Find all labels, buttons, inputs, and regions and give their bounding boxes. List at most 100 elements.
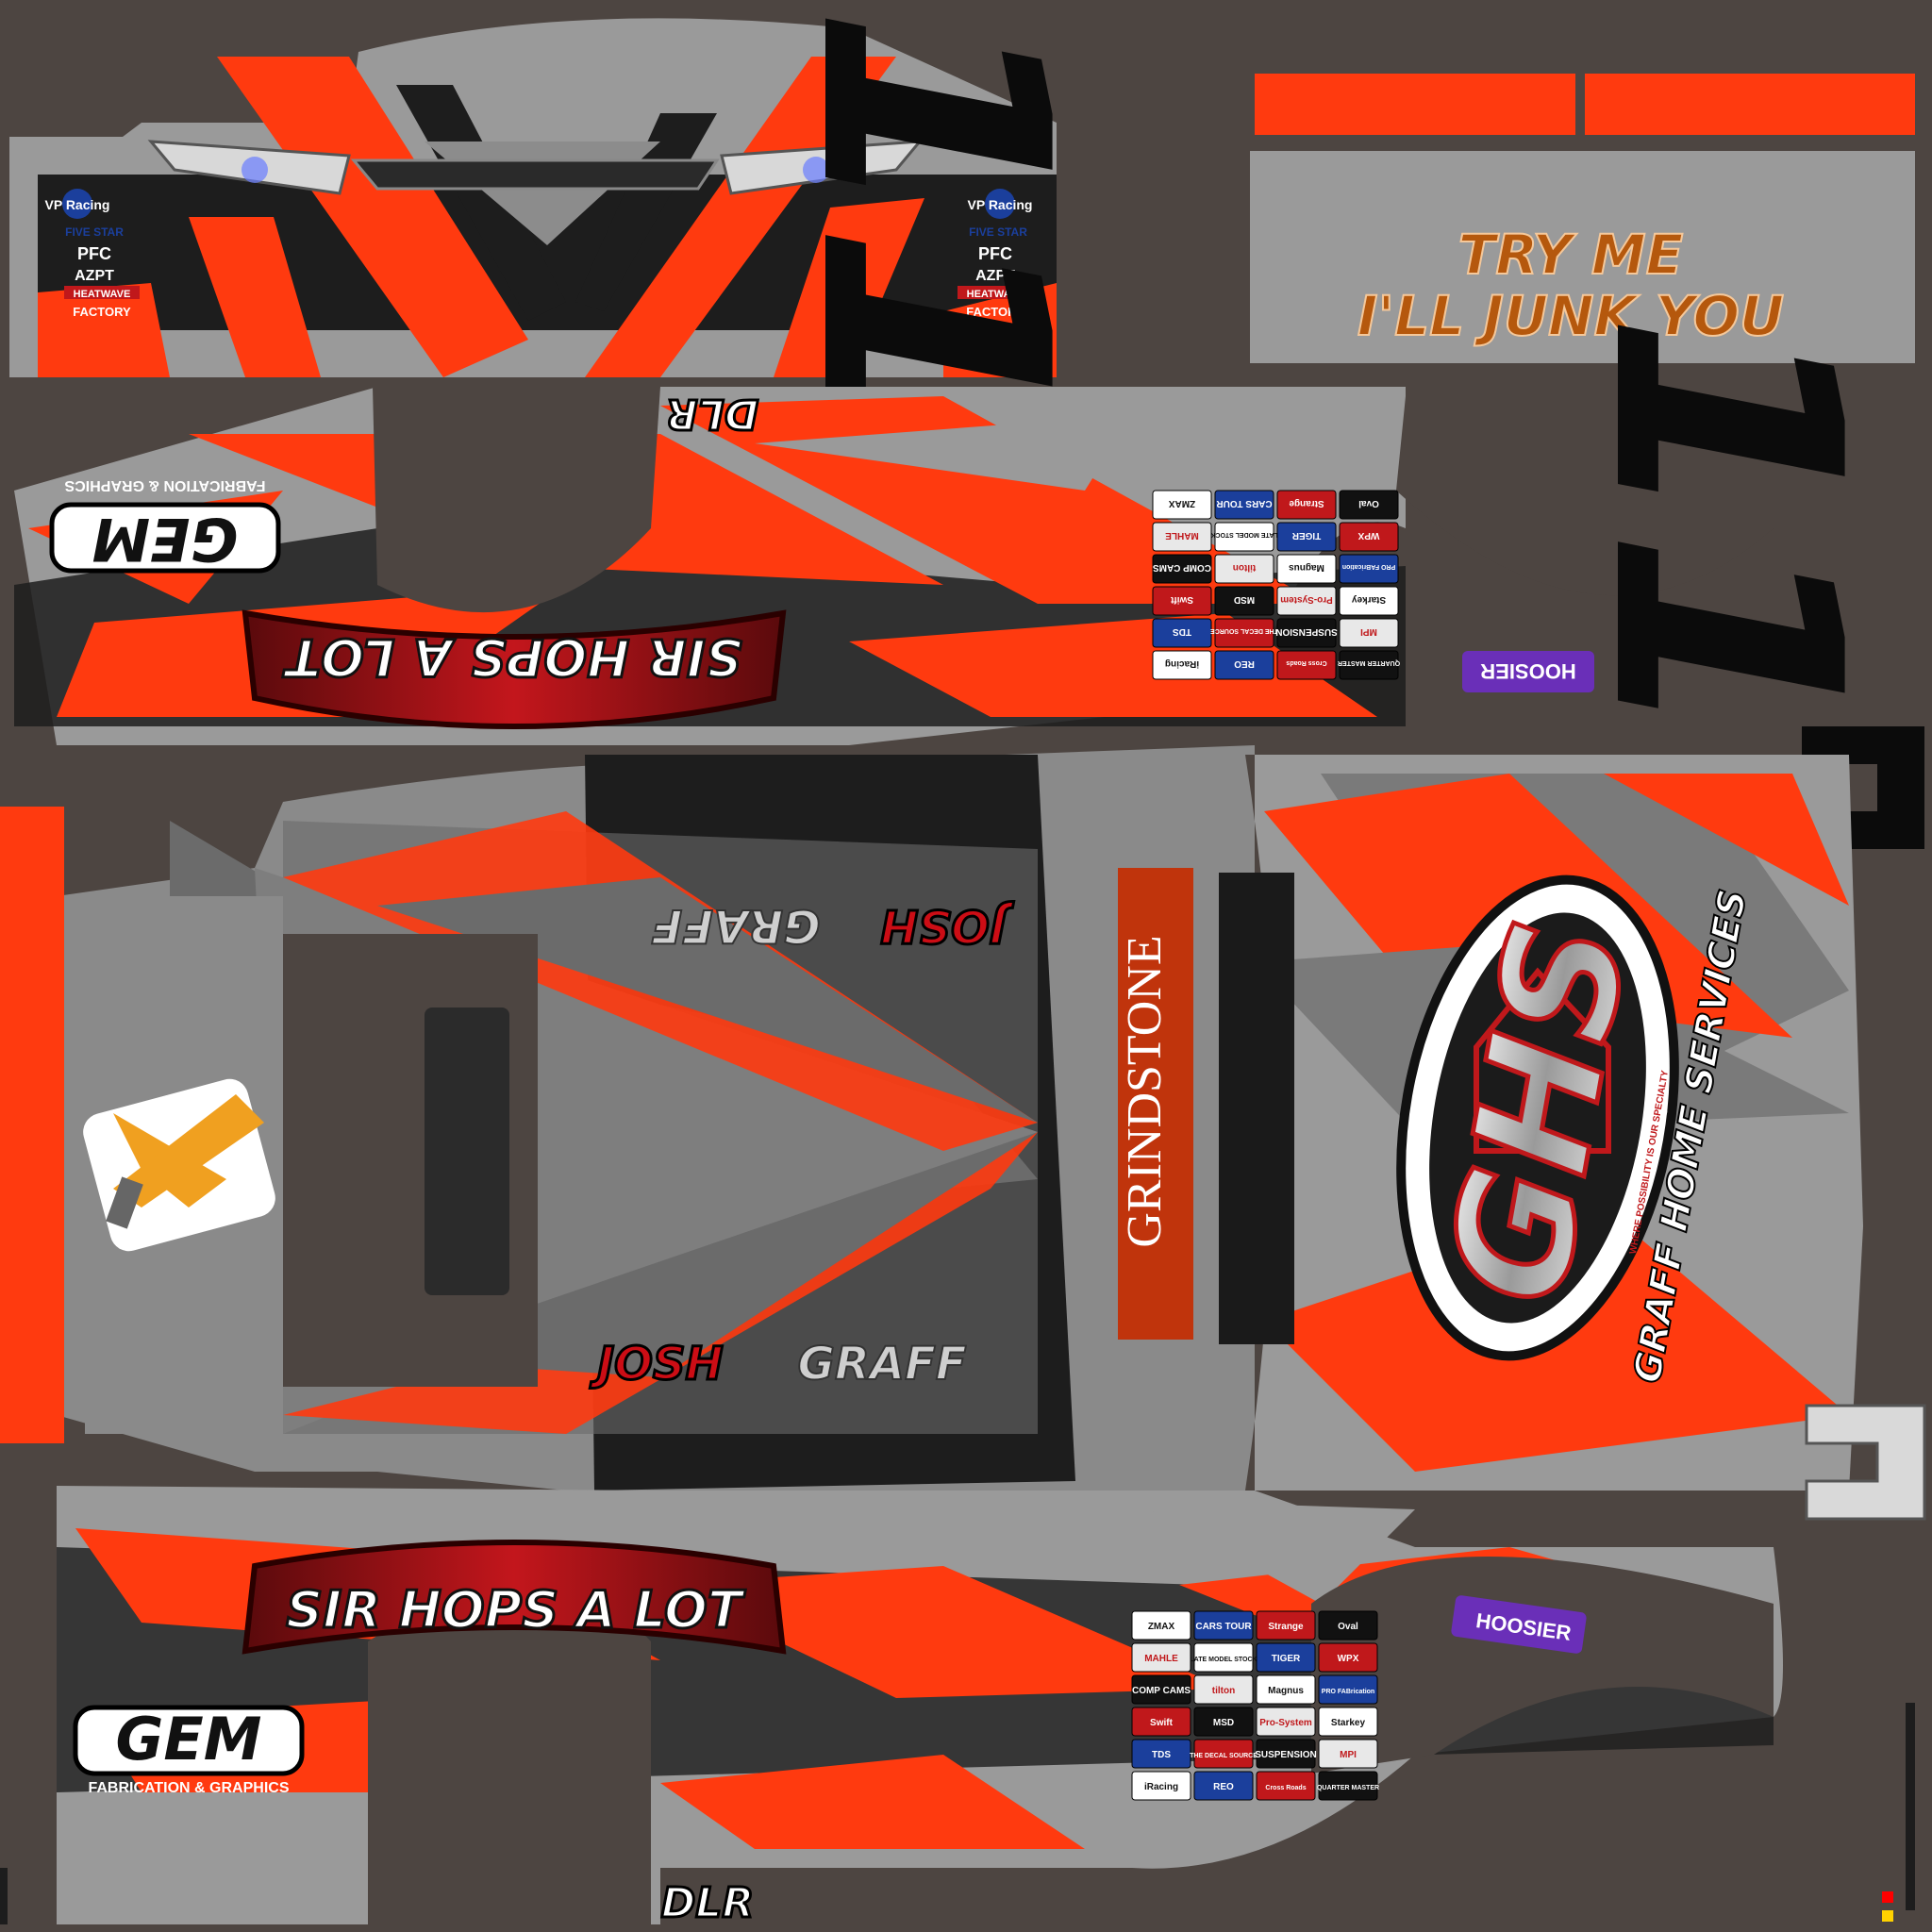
hoosier-decal-upper: HOOSIER: [1462, 651, 1594, 692]
decal-label: SUSPENSION: [1275, 626, 1338, 637]
decal-tile: [1193, 1674, 1254, 1705]
decal-tile: [1318, 1707, 1378, 1737]
decal-label: Cross Roads: [1265, 1785, 1306, 1791]
decal-tile: [1276, 586, 1337, 616]
nose-decals-left: VP Racing FIVE STAR PFC AZPT HEATWAVE FA…: [45, 189, 140, 319]
decal-tile: [1131, 1739, 1191, 1769]
decal-label: QUARTER MASTER: [1317, 1785, 1379, 1791]
decal-tile: [1214, 554, 1274, 584]
decal-tile: [1256, 1610, 1316, 1641]
decal-label: ZMAX: [1148, 1622, 1175, 1632]
decal-tile: [1193, 1610, 1254, 1641]
edge-marker: [1906, 1703, 1915, 1910]
decal-label: Swift: [1150, 1718, 1174, 1728]
svg-text:HEATWAVE: HEATWAVE: [967, 289, 1024, 300]
decal-label: MAHLE: [1144, 1654, 1178, 1664]
decal-label: THE DECAL SOURCE: [1210, 627, 1278, 634]
decal-tile: [1131, 1674, 1191, 1705]
decal-label: Strange: [1289, 498, 1324, 508]
headlight-right: [720, 140, 924, 195]
svg-text:GEM: GEM: [116, 1705, 262, 1774]
color-swatch-red: [1882, 1891, 1893, 1903]
decal-label: THE DECAL SOURCE: [1190, 1753, 1257, 1759]
decal-tile: [1318, 1739, 1378, 1769]
decal-tile: [1276, 650, 1337, 680]
decal-label: LATE MODEL STOCK: [1190, 1657, 1257, 1663]
decal-tile: [1214, 586, 1274, 616]
decal-tile: [1152, 618, 1212, 648]
dlr-logo-upper: DLR: [664, 389, 759, 440]
svg-text:JOSH: JOSH: [590, 1338, 723, 1391]
decal-label: Starkey: [1331, 1718, 1366, 1728]
decal-tile: [1131, 1642, 1191, 1673]
svg-text:DLR: DLR: [666, 390, 758, 438]
decal-label: Magnus: [1289, 562, 1324, 573]
svg-text:GEM: GEM: [92, 505, 239, 574]
decal-label: Pro-System: [1259, 1718, 1312, 1728]
grille: [350, 158, 720, 191]
decal-tile: [1131, 1707, 1191, 1737]
decal-label: tilton: [1212, 1686, 1235, 1696]
decal-label: TIGER: [1291, 530, 1321, 541]
decal-label: ZMAX: [1169, 498, 1196, 508]
decal-label: TDS: [1173, 626, 1191, 637]
decal-label: QUARTER MASTER: [1338, 659, 1400, 666]
slogan-line1: TRY ME: [1458, 223, 1683, 287]
decal-tile: [1339, 522, 1399, 552]
color-swatch-yellow: [1882, 1910, 1893, 1922]
decal-label: CARS TOUR: [1195, 1622, 1252, 1632]
sir-hops-banner-upper: SIR HOPS A LOT: [242, 609, 787, 729]
svg-text:PFC: PFC: [77, 244, 111, 263]
decal-label: Oval: [1358, 498, 1379, 508]
ribbon-logo: [83, 1078, 275, 1252]
decal-tile: [1256, 1642, 1316, 1673]
decal-label: WPX: [1338, 1654, 1359, 1664]
decal-label: Magnus: [1268, 1686, 1304, 1696]
decal-label: WPX: [1357, 530, 1379, 541]
decal-label: MSD: [1234, 594, 1255, 605]
front-nose-panel: [9, 18, 1057, 377]
decal-label: TDS: [1152, 1750, 1171, 1760]
rear-bumper-panel: TRY ME I'LL JUNK YOU: [1250, 74, 1915, 363]
decal-label: tilton: [1233, 562, 1256, 573]
decal-label: MAHLE: [1165, 530, 1199, 541]
headlight-left: [147, 140, 351, 195]
decal-label: PRO FABrication: [1322, 1689, 1374, 1695]
grindstone-hood-stripe: GRINDSTONE: [1118, 868, 1294, 1344]
decal-tile: [1276, 490, 1337, 520]
decal-label: PRO FABrication: [1342, 563, 1395, 570]
svg-text:FACTORY: FACTORY: [73, 305, 131, 319]
top-body-panel: [57, 745, 1863, 1500]
chrome-fragment-right: [1805, 1404, 1926, 1521]
driver-name-bottom: JOSH GRAFF: [589, 1337, 968, 1392]
decal-tile: [1193, 1642, 1254, 1673]
svg-text:JOSH: JOSH: [880, 899, 1013, 952]
decal-label: MPI: [1340, 1750, 1357, 1760]
decal-tile: [1339, 490, 1399, 520]
svg-text:AZPT: AZPT: [975, 268, 1015, 284]
decal-label: Swift: [1170, 594, 1193, 605]
edge-marker-left: [0, 1868, 8, 1924]
decal-tile: [1214, 618, 1274, 648]
decal-label: Pro-System: [1280, 594, 1333, 605]
decal-tile: [1276, 522, 1337, 552]
decal-tile: [1131, 1610, 1191, 1641]
decal-tile: [1318, 1610, 1378, 1641]
decal-label: Starkey: [1351, 594, 1386, 605]
decal-label: CARS TOUR: [1216, 498, 1273, 508]
svg-text:DLR: DLR: [661, 1879, 754, 1927]
car-number-top: 11: [752, 5, 1114, 438]
decal-tile: [1214, 650, 1274, 680]
decal-tile: [1318, 1771, 1378, 1801]
decal-tile: [1256, 1674, 1316, 1705]
decal-tile: [1152, 490, 1212, 520]
svg-text:HOOSIER: HOOSIER: [1480, 659, 1576, 683]
dlr-logo-lower: DLR: [659, 1878, 755, 1929]
decal-tile: [1318, 1674, 1378, 1705]
decal-label: MSD: [1213, 1718, 1234, 1728]
decal-tile: [1276, 618, 1337, 648]
decal-label: iRacing: [1165, 658, 1199, 669]
svg-text:HEATWAVE: HEATWAVE: [74, 289, 131, 300]
